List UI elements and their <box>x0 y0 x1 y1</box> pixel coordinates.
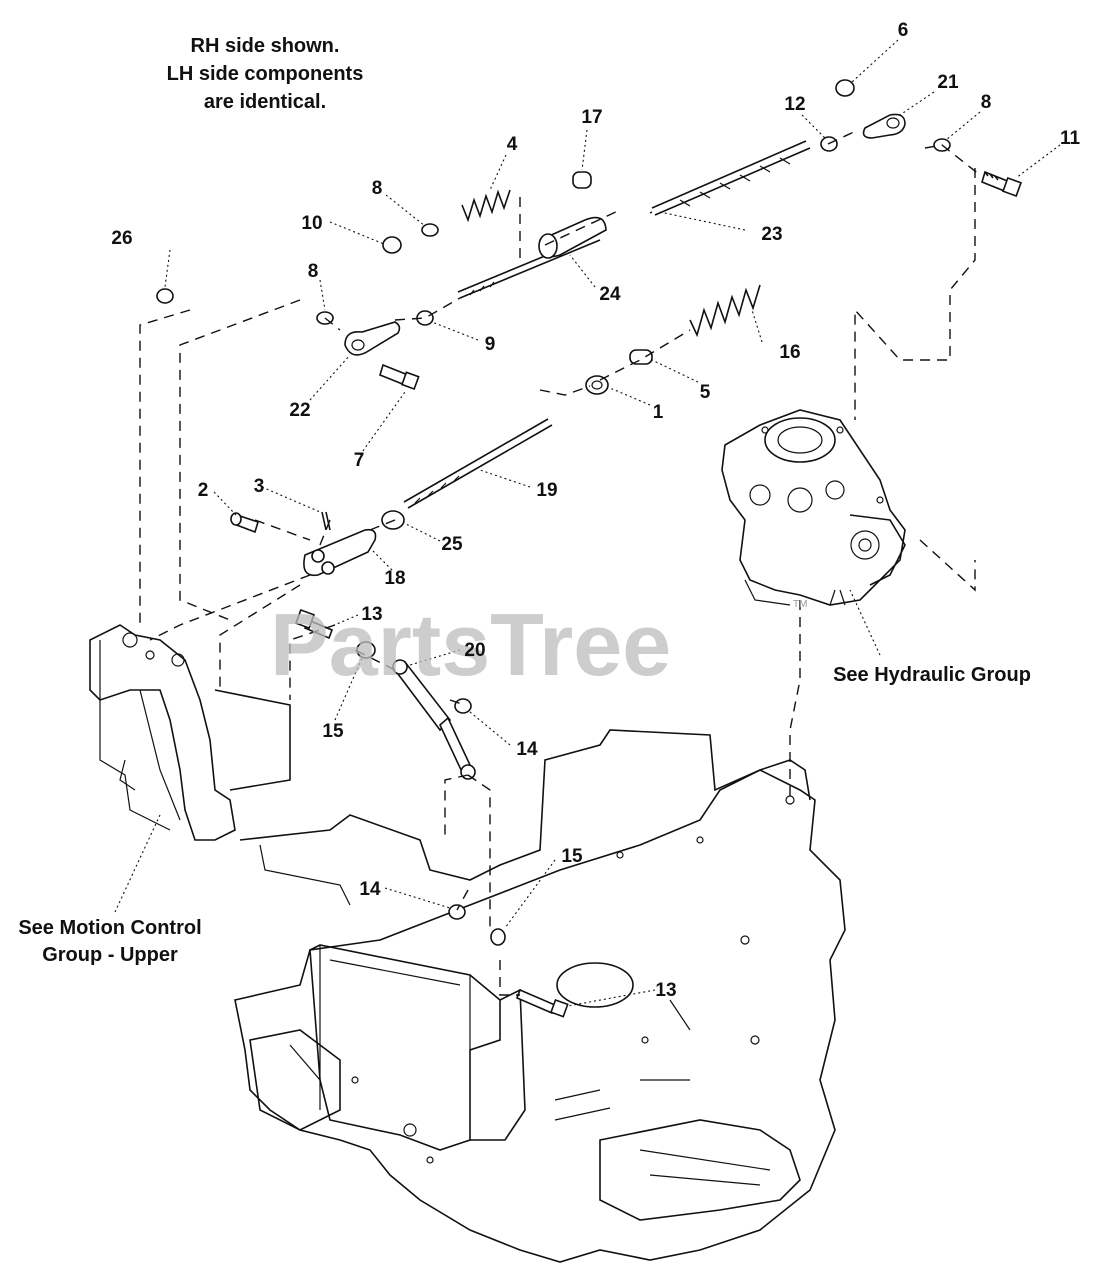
callout-26[interactable]: 26 <box>111 228 132 249</box>
callouts: 6 21 12 8 11 17 4 8 10 26 8 23 24 9 22 1… <box>111 20 1080 1001</box>
callout-24[interactable]: 24 <box>599 284 621 305</box>
callout-13-lower[interactable]: 13 <box>655 980 676 1001</box>
callout-9[interactable]: 9 <box>485 334 496 355</box>
callout-2[interactable]: 2 <box>198 480 209 501</box>
callout-12[interactable]: 12 <box>784 94 805 115</box>
callout-18[interactable]: 18 <box>384 568 405 589</box>
rod-end-21 <box>862 113 906 139</box>
callout-14-upper[interactable]: 14 <box>516 739 538 760</box>
callout-11[interactable]: 11 <box>1060 128 1081 149</box>
chassis-frame <box>234 729 846 1263</box>
callout-1[interactable]: 1 <box>653 402 664 423</box>
bolt-13-upper <box>295 609 334 640</box>
view-note: RH side shown. LH side components are id… <box>167 35 364 113</box>
callout-7[interactable]: 7 <box>354 450 365 471</box>
callout-16[interactable]: 16 <box>779 342 800 363</box>
callout-3[interactable]: 3 <box>254 476 265 497</box>
spring-16 <box>689 284 761 338</box>
watermark-tm: TM <box>793 599 807 610</box>
callout-8-top[interactable]: 8 <box>372 178 383 199</box>
washer-8a <box>421 223 439 237</box>
callout-19[interactable]: 19 <box>536 480 557 501</box>
nut-6 <box>835 79 855 97</box>
callout-8-right[interactable]: 8 <box>981 92 992 113</box>
callout-23[interactable]: 23 <box>761 224 782 245</box>
nut-1 <box>585 375 609 395</box>
spring-4 <box>461 189 511 223</box>
leader-lines <box>114 39 1061 1007</box>
rod-23 <box>651 140 811 216</box>
motion-line-2[interactable]: Group - Upper <box>42 944 178 966</box>
motion-control-link[interactable]: See Motion Control Group - Upper <box>18 917 201 966</box>
watermark: PartsTree <box>270 595 671 694</box>
callout-15-upper[interactable]: 15 <box>322 721 344 742</box>
bolt-13-lower <box>515 988 569 1018</box>
note-line-3: are identical. <box>204 91 326 113</box>
nut-26 <box>156 288 174 304</box>
cotter-pin-3 <box>321 511 331 531</box>
callout-20[interactable]: 20 <box>464 640 485 661</box>
clevis-18 <box>303 528 377 577</box>
callout-6[interactable]: 6 <box>898 20 909 41</box>
note-line-2: LH side components <box>167 63 364 85</box>
hydraulic-group-link[interactable]: See Hydraulic Group <box>833 664 1031 686</box>
callout-4[interactable]: 4 <box>507 134 518 155</box>
callout-17[interactable]: 17 <box>581 107 602 128</box>
callout-21[interactable]: 21 <box>937 72 959 93</box>
pin-2 <box>230 512 259 534</box>
spacer-17 <box>572 171 592 189</box>
nut-14-lower <box>448 904 466 920</box>
callout-13-upper[interactable]: 13 <box>361 604 382 625</box>
nut-10 <box>382 236 402 254</box>
assembly-lines <box>139 129 981 996</box>
callout-15-lower[interactable]: 15 <box>561 846 583 867</box>
bolt-11 <box>981 170 1022 197</box>
callout-25[interactable]: 25 <box>441 534 463 555</box>
callout-10[interactable]: 10 <box>301 213 322 234</box>
motion-line-1[interactable]: See Motion Control <box>18 917 201 939</box>
nut-14-upper <box>454 698 472 714</box>
spacer-5 <box>629 349 653 365</box>
note-line-1: RH side shown. <box>191 35 340 57</box>
nut-25 <box>381 510 405 530</box>
motion-control-bracket <box>89 624 291 841</box>
nut-15-lower <box>490 928 506 946</box>
callout-8-left[interactable]: 8 <box>308 261 319 282</box>
callout-5[interactable]: 5 <box>700 382 711 403</box>
callout-22[interactable]: 22 <box>289 400 310 421</box>
hydraulic-pump <box>721 409 906 606</box>
bushing-end <box>538 233 558 259</box>
callout-14-lower[interactable]: 14 <box>359 879 381 900</box>
rod-19 <box>403 418 553 509</box>
bolt-7 <box>379 363 420 390</box>
rod-end-22 <box>344 321 401 356</box>
